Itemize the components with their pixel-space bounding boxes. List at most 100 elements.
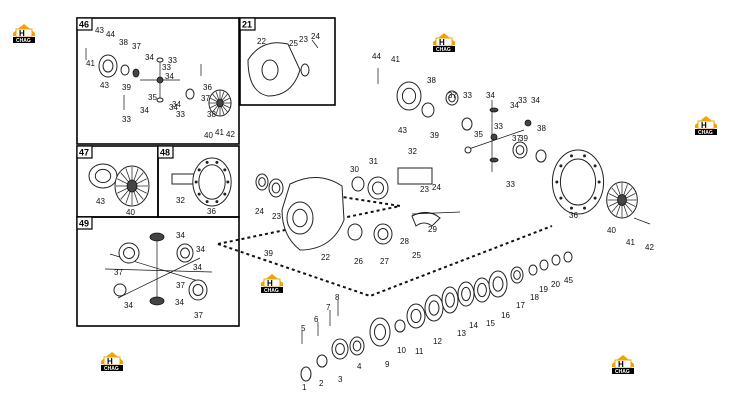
callout-label: 38 — [207, 110, 216, 119]
bearing-46 — [132, 68, 140, 78]
logo-mark: H — [267, 279, 273, 288]
logo-mark: H — [19, 29, 25, 38]
callout-label: 39 — [430, 131, 439, 140]
callout-label: 14 — [469, 321, 478, 330]
callout-label: 34 — [169, 103, 178, 112]
callout-label: 34 — [193, 263, 202, 272]
ring-10 — [394, 319, 406, 333]
inset-box-49 — [76, 216, 240, 327]
washer-46b — [185, 88, 195, 100]
callout-label: 42 — [645, 243, 654, 252]
callout-label: 23 — [420, 185, 429, 194]
inset-box-21 — [239, 17, 336, 106]
callout-label: 20 — [551, 280, 560, 289]
washer-49-bot — [149, 296, 165, 306]
callout-label: 25 — [412, 251, 421, 260]
washer-46 — [120, 64, 130, 76]
callout-label: 24 — [432, 183, 441, 192]
callout-label: 33 — [176, 110, 185, 119]
inset-box-label: 47 — [79, 148, 89, 158]
callout-label: 35 — [148, 93, 157, 102]
carrier-21-bore — [261, 59, 279, 81]
callout-label: 24 — [255, 207, 264, 216]
callout-label: 34 — [196, 245, 205, 254]
callout-label: 22 — [321, 253, 330, 262]
dashed-frame-1 — [217, 195, 401, 245]
washer-49-top — [149, 232, 165, 242]
callout-label: 34 — [165, 72, 174, 81]
callout-label: 25 — [289, 39, 298, 48]
bolt-21 — [300, 63, 310, 77]
callout-label: 44 — [106, 30, 115, 39]
callout-label: 34 — [172, 100, 181, 109]
washer-38b — [535, 149, 547, 163]
callout-label: 34 — [510, 101, 519, 110]
callout-label: 28 — [400, 237, 409, 246]
callout-label: 37 — [194, 311, 203, 320]
logo-mark: H — [439, 38, 445, 47]
washer-34 — [461, 117, 473, 131]
inset-box-label: 49 — [79, 219, 89, 229]
callout-label: 16 — [501, 311, 510, 320]
ring-30 — [351, 176, 365, 192]
callout-label: 15 — [486, 319, 495, 328]
callout-label: 3 — [338, 375, 343, 384]
pin-33a — [489, 107, 499, 113]
callout-label: 37 — [201, 94, 210, 103]
callout-label: 31 — [369, 157, 378, 166]
callout-label: 22 — [257, 37, 266, 46]
callout-label: 38 — [427, 76, 436, 85]
callout-label: 43 — [398, 126, 407, 135]
callout-label: 37 — [132, 42, 141, 51]
cap-25 — [411, 212, 441, 227]
logo-word: CHAG — [104, 366, 119, 372]
callout-label: 33 — [494, 122, 503, 131]
callout-label: 43 — [95, 26, 104, 35]
callout-label: 4 — [357, 362, 362, 371]
callout-label: 36 — [569, 211, 578, 220]
callout-label: 34 — [175, 298, 184, 307]
callout-label: 34 — [531, 96, 540, 105]
callout-label: 6 — [314, 315, 319, 324]
callout-label: 40 — [126, 208, 135, 217]
callout-label: 27 — [380, 257, 389, 266]
callout-label: 32 — [176, 196, 185, 205]
spider-46 — [156, 76, 164, 84]
callout-label: 33 — [463, 91, 472, 100]
callout-label: 29 — [428, 225, 437, 234]
callout-label: 11 — [415, 347, 424, 356]
washer-34b — [464, 146, 472, 154]
logo-word: CHAG — [264, 288, 279, 294]
callout-label: 40 — [204, 131, 213, 140]
callout-label: 34 — [176, 231, 185, 240]
inset-box-label: 48 — [160, 148, 170, 158]
callout-label: 38 — [537, 124, 546, 133]
pin-46b — [156, 97, 164, 103]
gear-47-hub — [126, 179, 138, 193]
gear-46-hub — [216, 98, 224, 108]
callout-label: 33 — [162, 63, 171, 72]
callout-label: 43 — [100, 81, 109, 90]
spider-35 — [490, 133, 498, 141]
ring-20 — [551, 254, 561, 266]
callout-label: 10 — [397, 346, 406, 355]
callout-label: 39 — [519, 134, 528, 143]
callout-label: 36 — [203, 83, 212, 92]
callout-label: 1 — [302, 383, 307, 392]
callout-label: 41 — [391, 55, 400, 64]
diff-case-40-hub — [617, 194, 627, 206]
pin-33b — [489, 157, 499, 163]
callout-label: 44 — [372, 52, 381, 61]
callout-label: 26 — [354, 257, 363, 266]
callout-label: 41 — [86, 59, 95, 68]
callout-label: 23 — [299, 35, 308, 44]
callout-label: 34 — [145, 53, 154, 62]
